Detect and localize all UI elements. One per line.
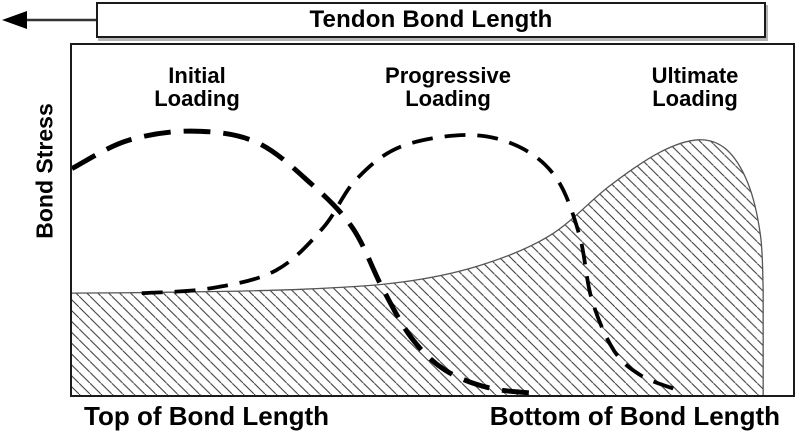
x-axis-label-top: Top of Bond Length <box>84 401 329 431</box>
header-title: Tendon Bond Length <box>309 6 553 33</box>
x-axis-label-bottom: Bottom of Bond Length <box>489 401 780 431</box>
y-axis-label: Bond Stress <box>31 103 58 239</box>
ultimate-loading-area <box>72 139 764 395</box>
initial-loading-label: Initial Loading <box>154 63 240 112</box>
left-arrow-icon <box>2 11 98 29</box>
arrow-head <box>2 11 27 29</box>
initial-loading-curve <box>72 128 540 395</box>
chart-area: Initial Loading Progressive Loading Ulti… <box>70 43 795 397</box>
progressive-loading-label: Progressive Loading <box>385 63 511 112</box>
ultimate-loading-label: Ultimate Loading <box>651 63 739 112</box>
ultimate-loading-curve <box>72 139 764 395</box>
progressive-loading-curve <box>141 133 676 391</box>
header-box: Tendon Bond Length <box>96 2 766 38</box>
chart-canvas <box>72 128 764 395</box>
